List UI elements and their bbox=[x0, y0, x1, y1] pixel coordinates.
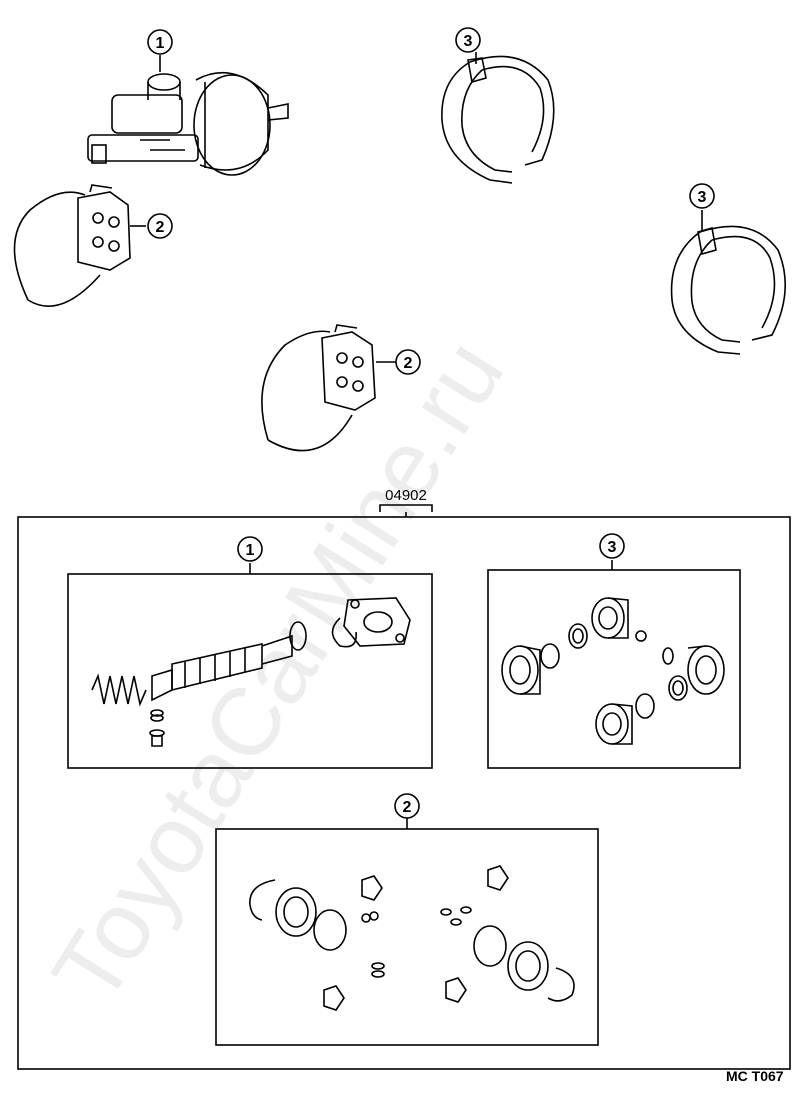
kit-3-box bbox=[487, 560, 741, 769]
master-cylinder-assembly bbox=[87, 72, 289, 176]
callout-circle-1 bbox=[147, 29, 173, 55]
callout-circle-3a bbox=[455, 27, 481, 53]
kit-number-3: 3 bbox=[608, 539, 617, 556]
brake-shoe-right bbox=[670, 225, 786, 355]
watermark: ToyotaCarMine.ru bbox=[32, 322, 524, 1021]
callout-number-2b: 2 bbox=[404, 355, 413, 372]
callout-number-1: 1 bbox=[156, 35, 165, 52]
callout-number-3b: 3 bbox=[698, 189, 707, 206]
caliper-left bbox=[13, 184, 131, 307]
kit-2-box bbox=[215, 818, 599, 1046]
callout-circle-2b bbox=[395, 349, 421, 375]
kit-circle-3 bbox=[599, 533, 625, 559]
kit-1-box bbox=[67, 563, 433, 769]
diagram-reference: MC T067 bbox=[726, 1068, 784, 1084]
callout-number-2a: 2 bbox=[156, 219, 165, 236]
kit-frame bbox=[17, 504, 791, 1070]
caliper-center bbox=[261, 324, 376, 452]
kit-number-2: 2 bbox=[403, 799, 412, 816]
callout-circle-2a bbox=[147, 213, 173, 239]
kit-circle-2 bbox=[394, 793, 420, 819]
kit-number-1: 1 bbox=[246, 542, 255, 559]
kit-circle-1 bbox=[237, 536, 263, 562]
assembly-code: 04902 bbox=[385, 487, 427, 504]
brake-shoe-top bbox=[441, 55, 555, 184]
callout-circle-3b bbox=[689, 183, 715, 209]
callout-number-3a: 3 bbox=[464, 33, 473, 50]
